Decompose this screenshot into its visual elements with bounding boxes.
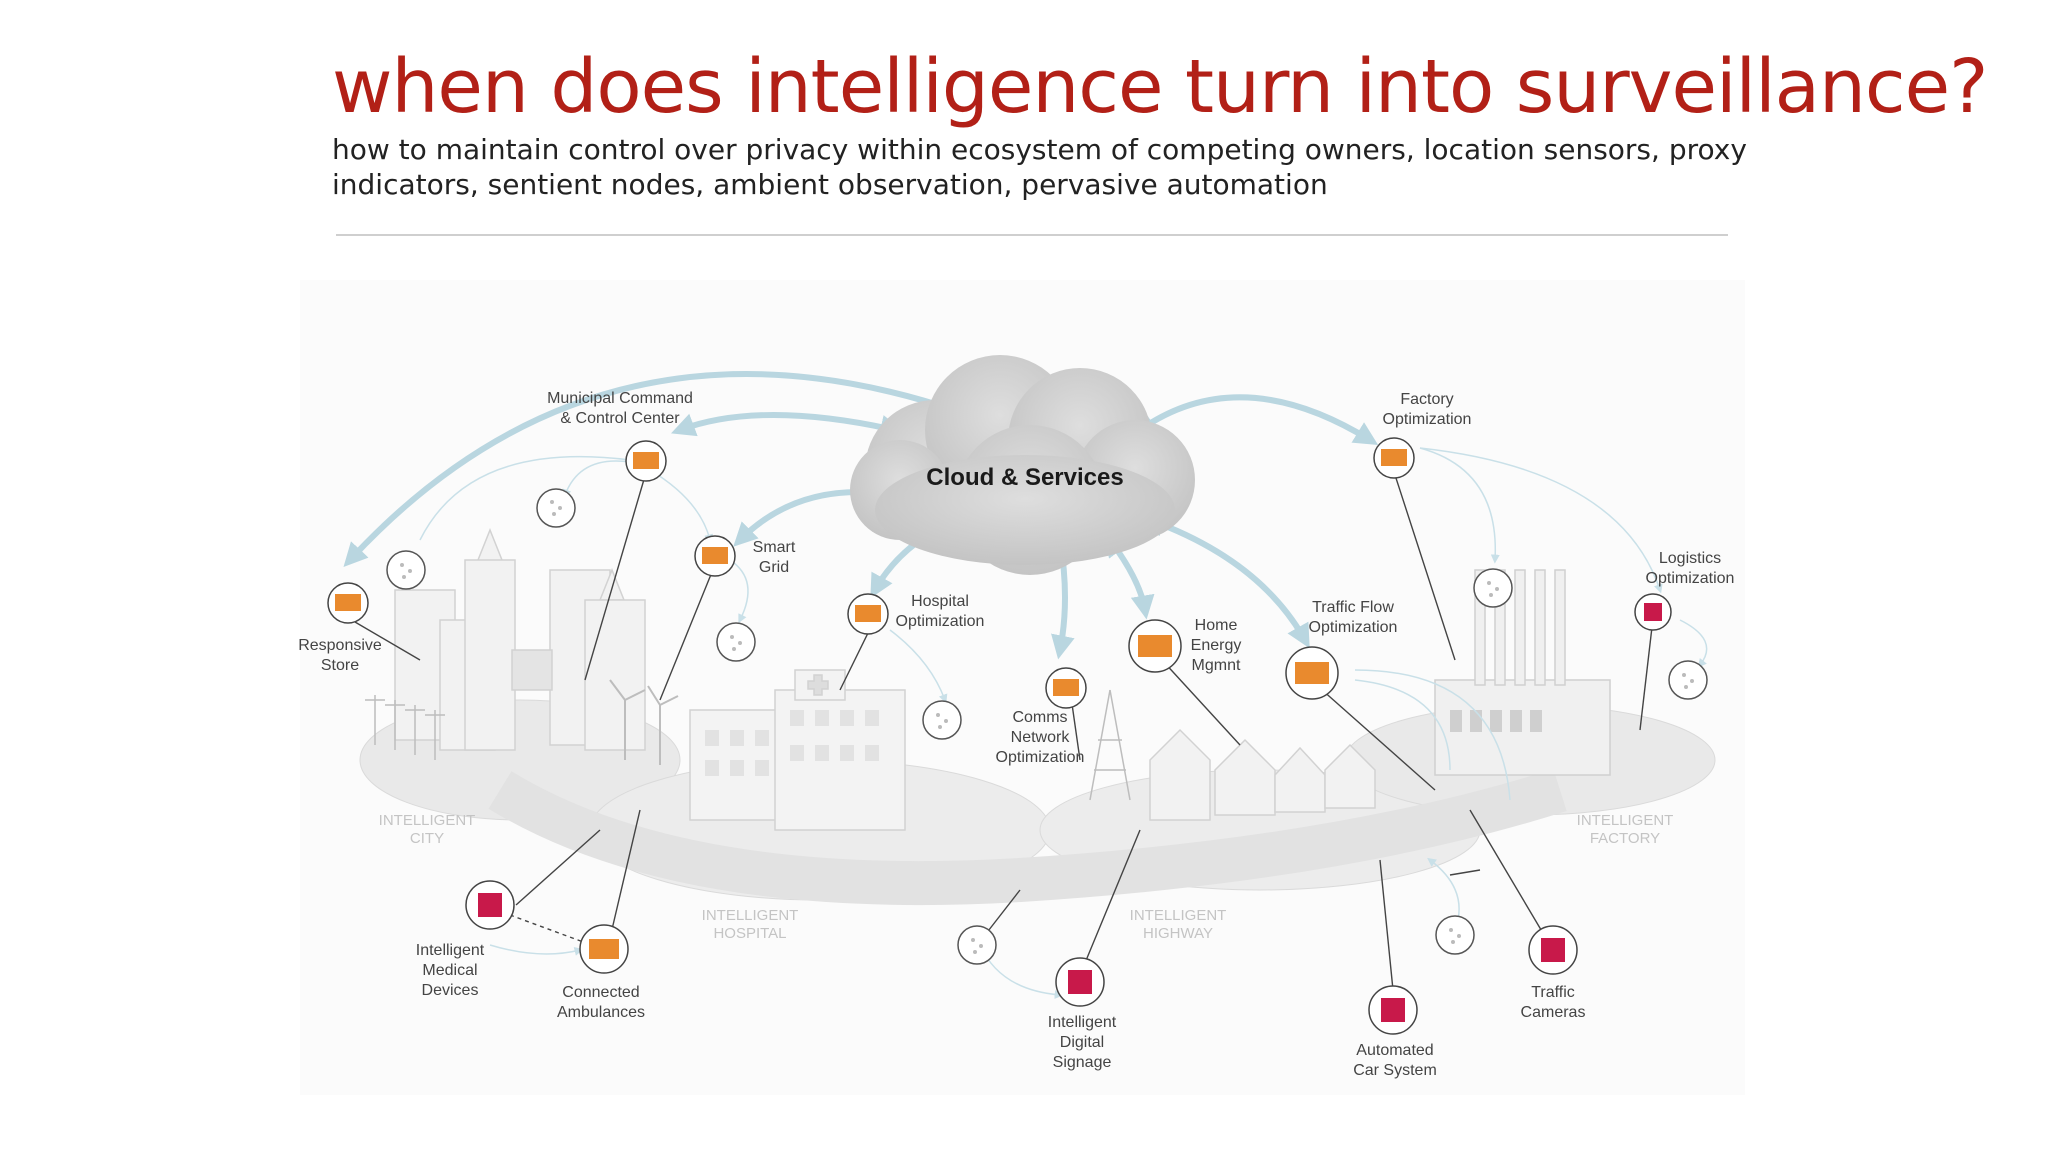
sensor-icon: [957, 925, 997, 965]
label-automated-car-system: Automated: [1356, 1042, 1433, 1059]
svg-text:Energy: Energy: [1191, 637, 1242, 654]
svg-text:Optimization: Optimization: [1309, 619, 1398, 636]
red-cube-icon: [1368, 985, 1418, 1035]
zone-label-highway: INTELLIGENT: [1130, 907, 1227, 924]
power-poles: [365, 695, 445, 760]
city-buildings: [394, 527, 646, 751]
slide-title: when does intelligence turn into surveil…: [332, 44, 1988, 130]
orange-box-icon: [1045, 667, 1087, 709]
cloud-services-label: Cloud & Services: [926, 464, 1123, 491]
leader-lines: [354, 474, 1653, 1011]
sensor-icon: [386, 550, 426, 590]
svg-text:FACTORY: FACTORY: [1590, 830, 1660, 847]
red-cube-icon: [465, 880, 515, 930]
svg-text:Optimization: Optimization: [996, 749, 1085, 766]
label-factory-optimization: Factory: [1400, 391, 1453, 408]
label-comms-network: Comms: [1012, 709, 1067, 726]
wind-turbines: [609, 679, 679, 765]
red-cube-icon: [1634, 593, 1672, 631]
comms-tower: [1089, 689, 1131, 801]
sensor-icon: [536, 488, 576, 528]
svg-text:Optimization: Optimization: [896, 613, 985, 630]
zone-label-factory: INTELLIGENT: [1577, 812, 1674, 829]
svg-text:Signage: Signage: [1053, 1054, 1112, 1071]
svg-text:Mgmnt: Mgmnt: [1192, 657, 1241, 674]
svg-text:Devices: Devices: [422, 982, 479, 999]
label-digital-signage: Intelligent: [1048, 1014, 1117, 1031]
svg-text:Medical: Medical: [422, 962, 477, 979]
zone-labels: INTELLIGENT CITY INTELLIGENT HOSPITAL IN…: [379, 812, 1674, 942]
red-cube-icon: [1528, 925, 1578, 975]
label-logistics-optimization: Logistics: [1659, 550, 1721, 567]
svg-text:Digital: Digital: [1060, 1034, 1104, 1051]
svg-text:& Control Center: & Control Center: [560, 410, 680, 427]
sensor-icon: [1473, 568, 1513, 608]
node-labels: Municipal Command & Control Center Smart…: [298, 390, 1734, 1079]
orange-box-icon: [1373, 437, 1415, 479]
houses: [1149, 728, 1376, 821]
sensor-icon: [716, 622, 756, 662]
sensor-icon: [922, 700, 962, 740]
orange-box-icon: [1128, 619, 1182, 673]
divider-line: [336, 234, 1728, 236]
label-traffic-cameras: Traffic: [1531, 984, 1575, 1001]
svg-text:Optimization: Optimization: [1383, 411, 1472, 428]
zone-label-city: INTELLIGENT: [379, 812, 476, 829]
orange-box-icon: [327, 582, 369, 624]
svg-text:HIGHWAY: HIGHWAY: [1143, 925, 1213, 942]
factory-building: [1434, 569, 1611, 776]
medical-link-dashed: [509, 914, 587, 944]
cloud-shape: [850, 355, 1195, 575]
label-traffic-flow: Traffic Flow: [1312, 599, 1394, 616]
orange-box-icon: [625, 440, 667, 482]
svg-text:CITY: CITY: [410, 830, 444, 847]
sensor-nodes: [386, 488, 1708, 965]
orange-box-icon: [1285, 646, 1339, 700]
zone-label-hospital: INTELLIGENT: [702, 907, 799, 924]
service-nodes: [327, 437, 1415, 974]
connector-lines: [419, 447, 1708, 1000]
label-hospital-optimization: Hospital: [911, 593, 969, 610]
sensor-icon: [1668, 660, 1708, 700]
device-nodes: [465, 593, 1672, 1035]
svg-text:Network: Network: [1011, 729, 1071, 746]
svg-text:Optimization: Optimization: [1646, 570, 1735, 587]
svg-text:HOSPITAL: HOSPITAL: [713, 925, 786, 942]
label-medical-devices: Intelligent: [416, 942, 485, 959]
orange-box-icon: [579, 924, 629, 974]
label-municipal-command: Municipal Command: [547, 390, 693, 407]
label-connected-ambulances: Connected: [562, 984, 639, 1001]
svg-text:Store: Store: [321, 657, 359, 674]
label-smart-grid: Smart: [753, 539, 796, 556]
sensor-icon: [1435, 915, 1475, 955]
label-responsive-store: Responsive: [298, 637, 382, 654]
slide-subtitle: how to maintain control over privacy wit…: [332, 133, 1747, 201]
label-home-energy: Home: [1195, 617, 1238, 634]
svg-text:Car System: Car System: [1353, 1062, 1437, 1079]
svg-text:Grid: Grid: [759, 559, 789, 576]
svg-text:Ambulances: Ambulances: [557, 1004, 645, 1021]
hospital-building: [689, 669, 906, 831]
red-cube-icon: [1055, 957, 1105, 1007]
svg-text:Cameras: Cameras: [1521, 1004, 1586, 1021]
orange-box-icon: [847, 593, 889, 635]
orange-box-icon: [694, 535, 736, 577]
